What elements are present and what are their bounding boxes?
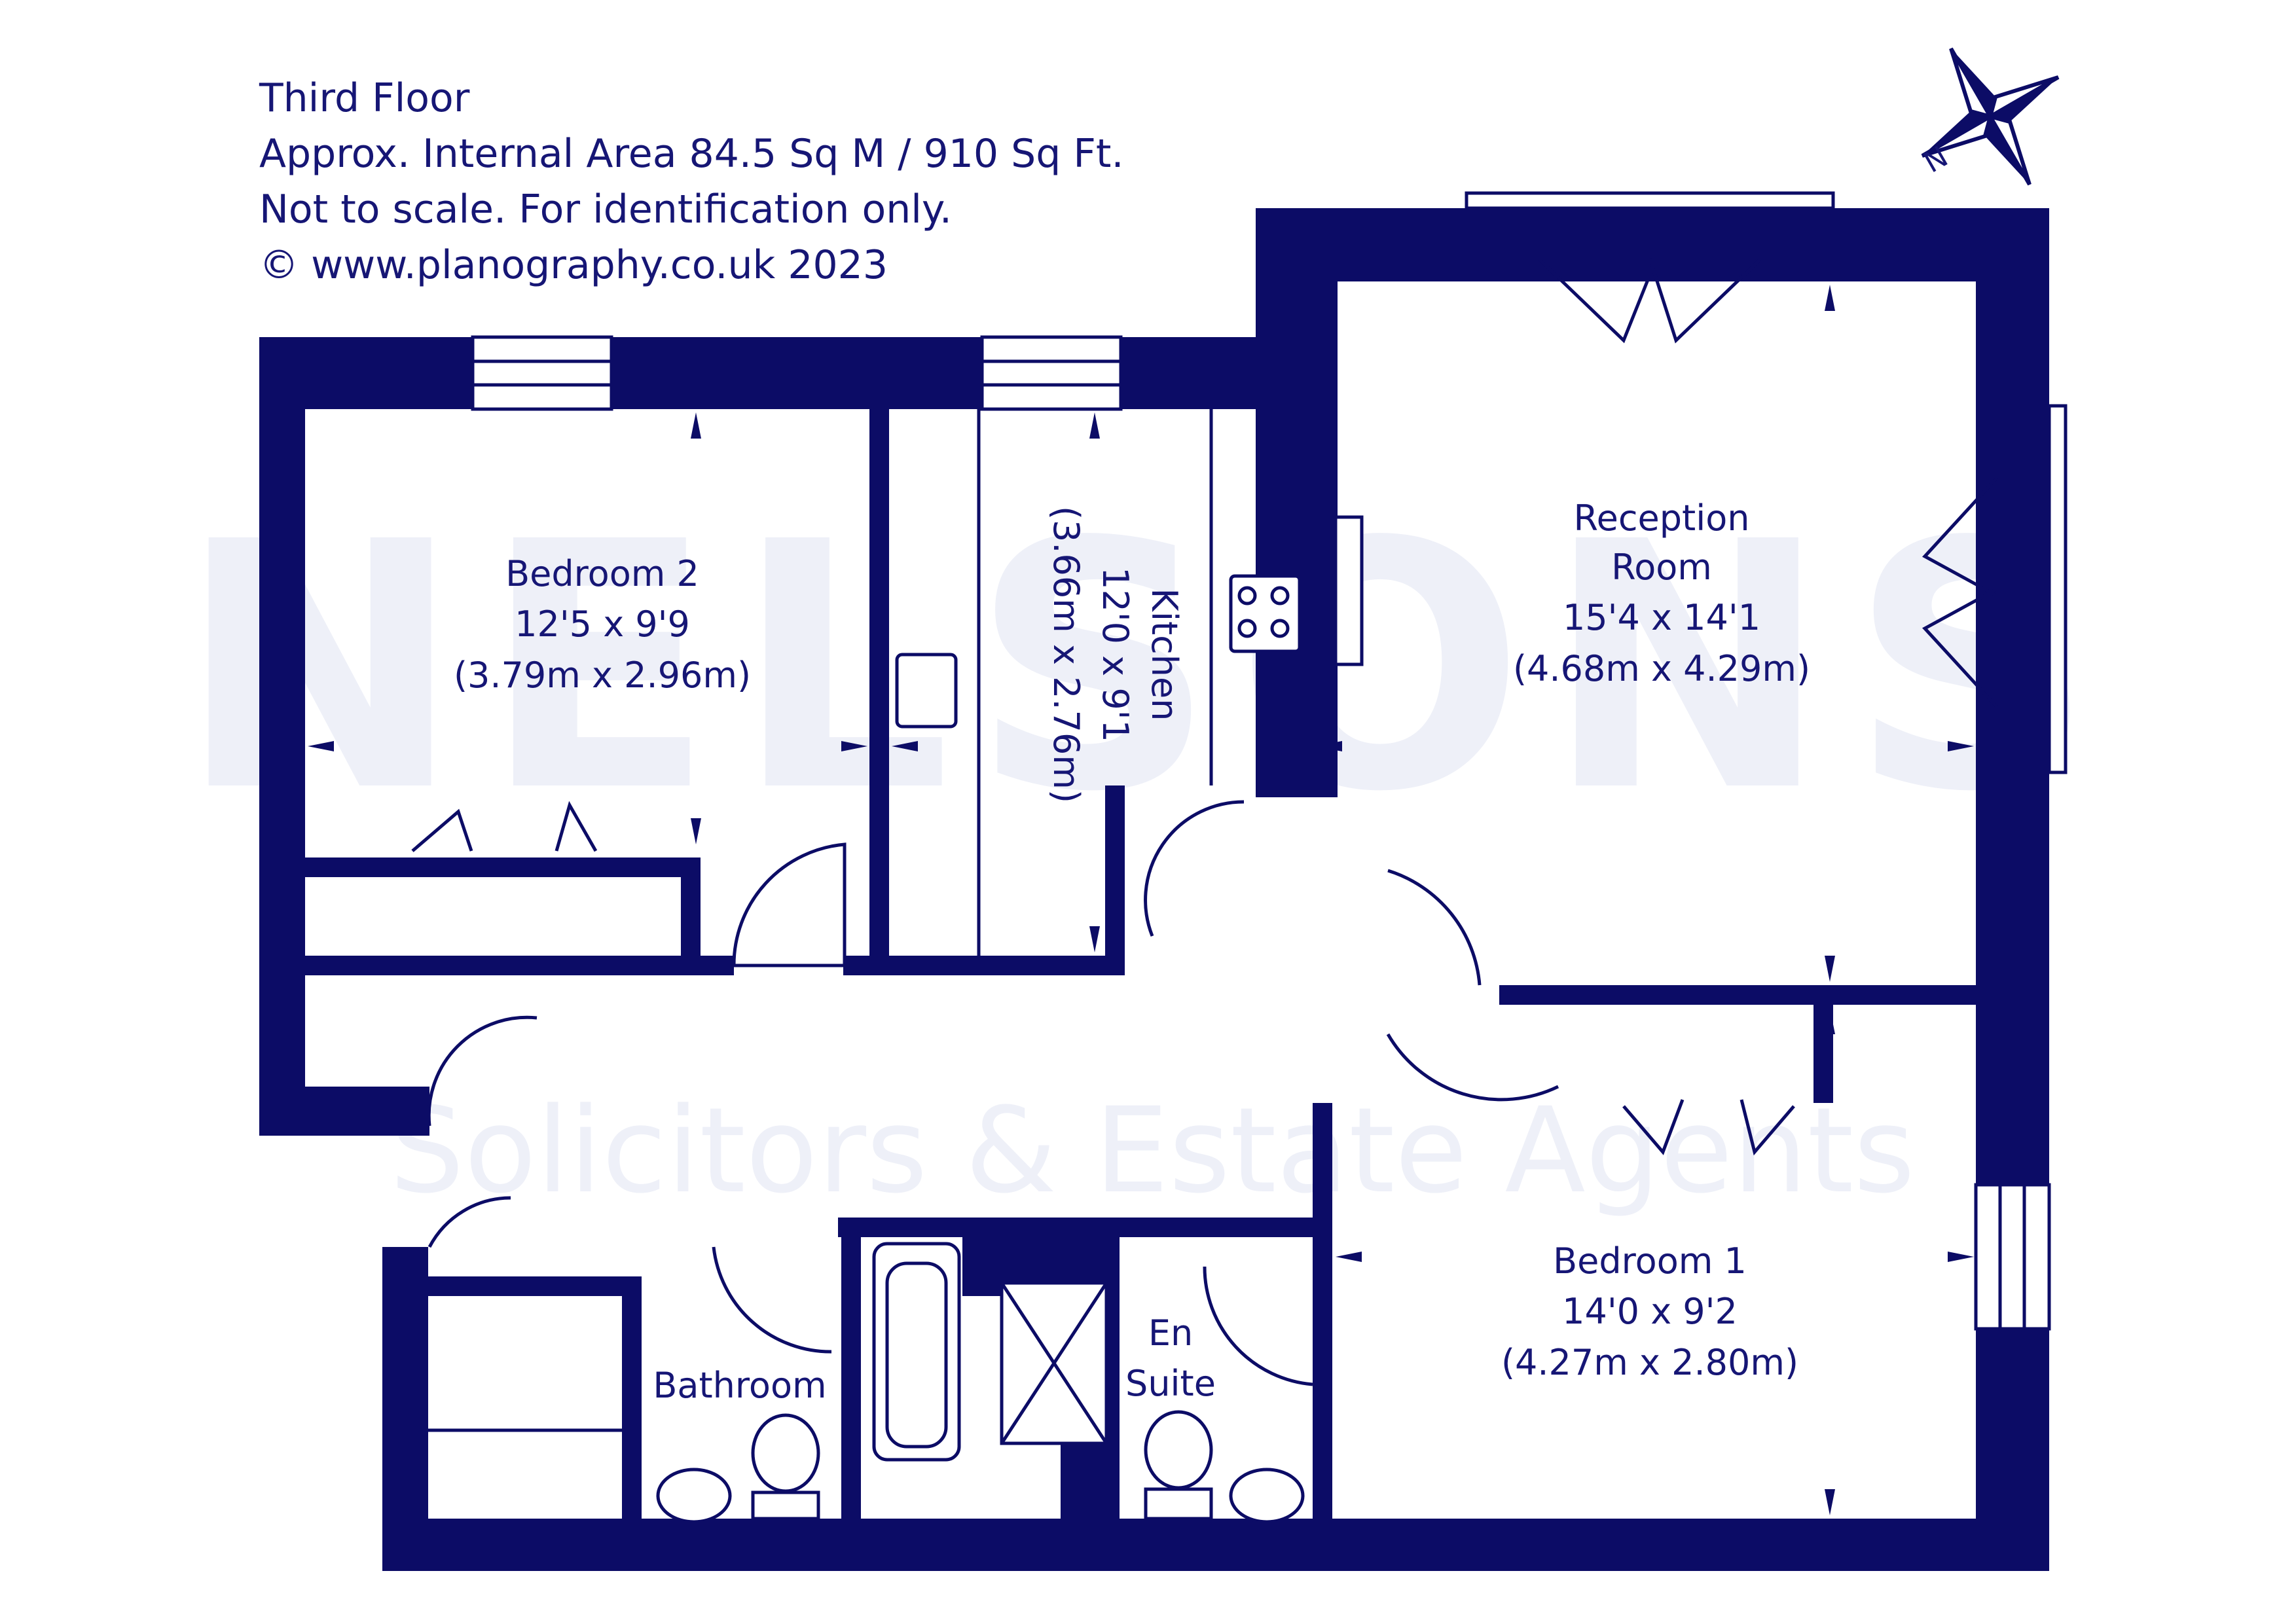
window-bedroom2 [471,335,613,411]
door-kitchen [1144,800,1245,937]
ensuite-toilet [1144,1410,1213,1490]
kitchen-sink [895,653,958,729]
plan-header: Third Floor Approx. Internal Area 84.5 S… [259,75,1124,288]
fixtures [428,409,1364,1524]
bedroom1-imperial: 14'0 x 9'2 [1562,1291,1738,1332]
door-bedroom2 [732,842,847,967]
door-bathroom [712,1246,832,1354]
window-reception-side [2047,404,2068,774]
wardrobe-bedroom2 [411,801,598,852]
radiator [1334,515,1364,666]
doors-reception-side [1922,477,1998,708]
bathroom-basin [656,1468,732,1524]
reception-name-line2: Room [1611,547,1712,588]
wardrobe-bedroom1 [1622,1099,1795,1156]
door-ensuite [1203,1266,1313,1386]
bathtub-inner [885,1261,948,1449]
reception-metric: (4.68m x 4.29m) [1513,648,1810,689]
door-reception [1387,869,1482,986]
floor-title: Third Floor [259,75,470,121]
door-cupboard-left [427,1015,538,1127]
bedroom1-name: Bedroom 1 [1553,1240,1747,1282]
window-bedroom1 [1974,1183,2051,1331]
ensuite-basin [1229,1468,1305,1524]
scale-note: Not to scale. For identification only. [259,187,952,232]
doors [411,257,1998,1386]
watermark-tagline: Solicitors & Estate Agents [390,1083,1915,1219]
bedroom1-metric: (4.27m x 2.80m) [1501,1342,1798,1383]
bathroom-toilet [751,1413,820,1493]
doors-reception-top [1537,257,1762,344]
hob [1229,574,1302,653]
kitchen-imperial: 12'0 x 9'1 [1095,567,1136,742]
door-bedroom1 [1386,1033,1559,1102]
kitchen-metric: (3.66m x 2.76m) [1046,506,1087,803]
bedroom2-name: Bedroom 2 [505,553,699,594]
reception-imperial: 15'4 x 14'1 [1563,597,1760,638]
compass-icon [1921,47,2060,186]
watermark-brand: NELSONS [177,469,2114,866]
windows [471,191,2068,1331]
copyright-note: © www.planography.co.uk 2023 [259,242,888,288]
ensuite-name-line1: En [1148,1312,1193,1354]
kitchen-name: Kitchen [1144,588,1185,721]
bedroom2-imperial: 12'5 x 9'9 [515,604,690,645]
door-cupboard-bottom [428,1196,511,1248]
dimension-arrows [308,285,1974,1515]
internal-area: Approx. Internal Area 84.5 Sq M / 910 Sq… [259,131,1124,177]
ensuite-name-line2: Suite [1125,1363,1216,1404]
window-kitchen [980,335,1123,411]
reception-name-line1: Reception [1574,497,1750,539]
window-reception-top [1465,191,1835,210]
bedroom2-metric: (3.79m x 2.96m) [454,655,751,696]
room-labels: Bedroom 2 12'5 x 9'9 (3.79m x 2.96m) Kit… [454,497,1810,1406]
bathroom-name: Bathroom [653,1365,826,1406]
